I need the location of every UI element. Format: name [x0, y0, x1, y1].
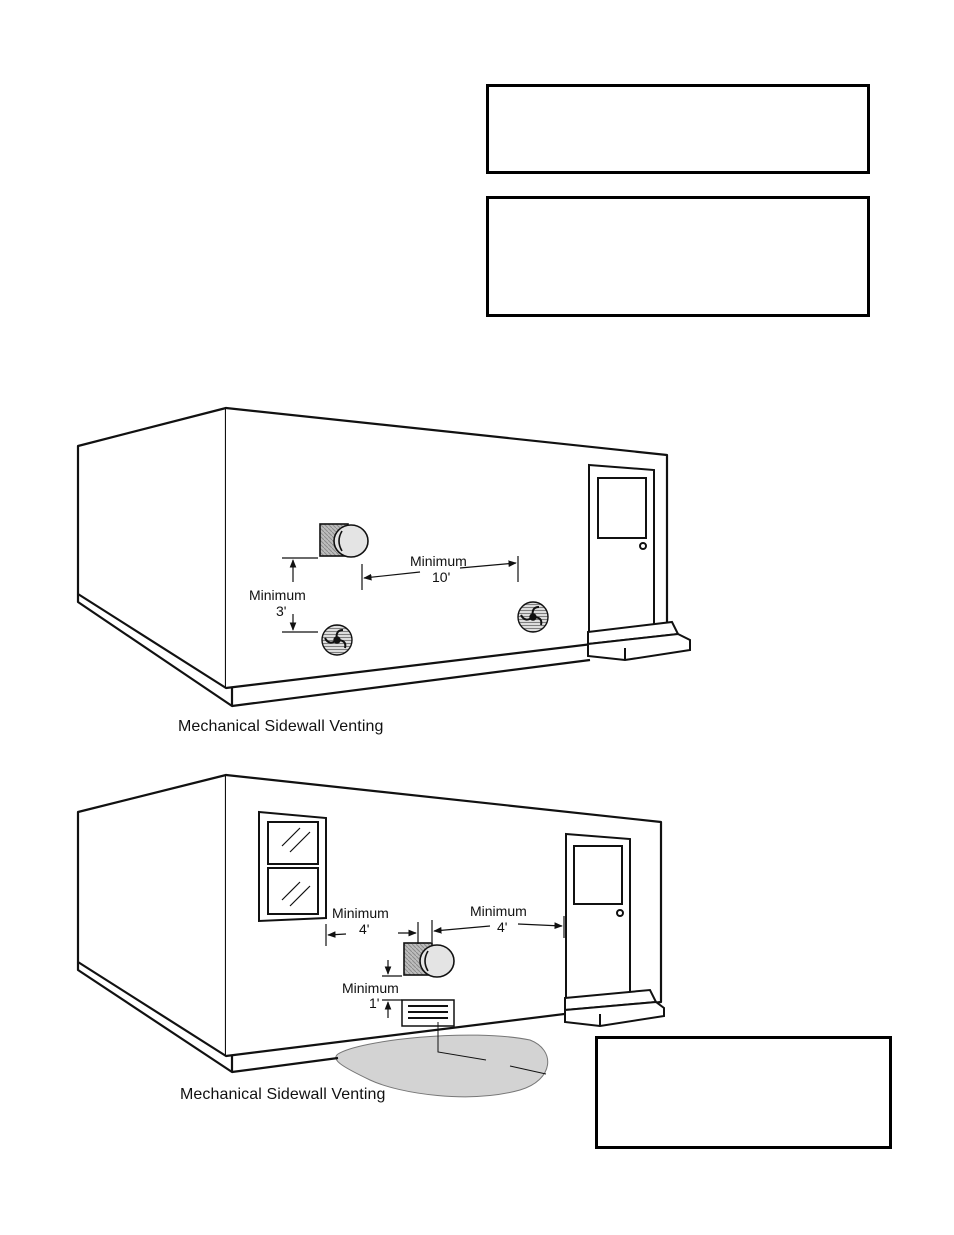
blank-text-box-middle — [486, 196, 870, 317]
steps-1 — [587, 620, 691, 662]
dim-window-label: Minimum — [332, 905, 389, 921]
figure-1-caption: Mechanical Sidewall Venting — [178, 718, 384, 735]
blank-text-box-bottom — [595, 1036, 892, 1149]
dim-door-label: Minimum — [470, 903, 527, 919]
blank-text-box-top — [486, 84, 870, 174]
vent-terminal-1 — [319, 523, 369, 558]
dim-3ft-value: 3' — [276, 603, 286, 619]
door-1 — [588, 463, 655, 634]
dim-vent-label: Minimum — [342, 980, 399, 996]
dim-window-value: 4' — [359, 921, 369, 937]
window — [258, 810, 327, 923]
dim-3ft-label: Minimum — [249, 587, 306, 603]
dim-door-value: 4' — [497, 919, 507, 935]
dimension-vent-to-door — [431, 916, 565, 942]
clearance-radius-line — [437, 1022, 547, 1075]
steps-2 — [564, 988, 665, 1028]
building-2 — [76, 773, 663, 1074]
dimension-window-to-vent — [325, 922, 419, 946]
fan-intake-icon-2 — [517, 601, 549, 633]
door-2 — [565, 832, 631, 1000]
dim-vent-value: 1' — [369, 995, 379, 1011]
dim-10ft-label: Minimum — [410, 553, 467, 569]
dimension-vertical-1 — [282, 557, 318, 633]
building-1 — [76, 406, 669, 708]
fan-intake-icon-1 — [321, 624, 353, 656]
dimension-horizontal-1 — [361, 556, 519, 590]
figure-2-caption: Mechanical Sidewall Venting — [180, 1086, 386, 1103]
dim-10ft-value: 10' — [432, 569, 450, 585]
dimension-vent-to-grille — [382, 960, 402, 1018]
vent-terminal-2 — [403, 942, 455, 978]
clearance-zone-shading — [335, 1034, 549, 1098]
intake-grille-icon — [401, 999, 455, 1027]
